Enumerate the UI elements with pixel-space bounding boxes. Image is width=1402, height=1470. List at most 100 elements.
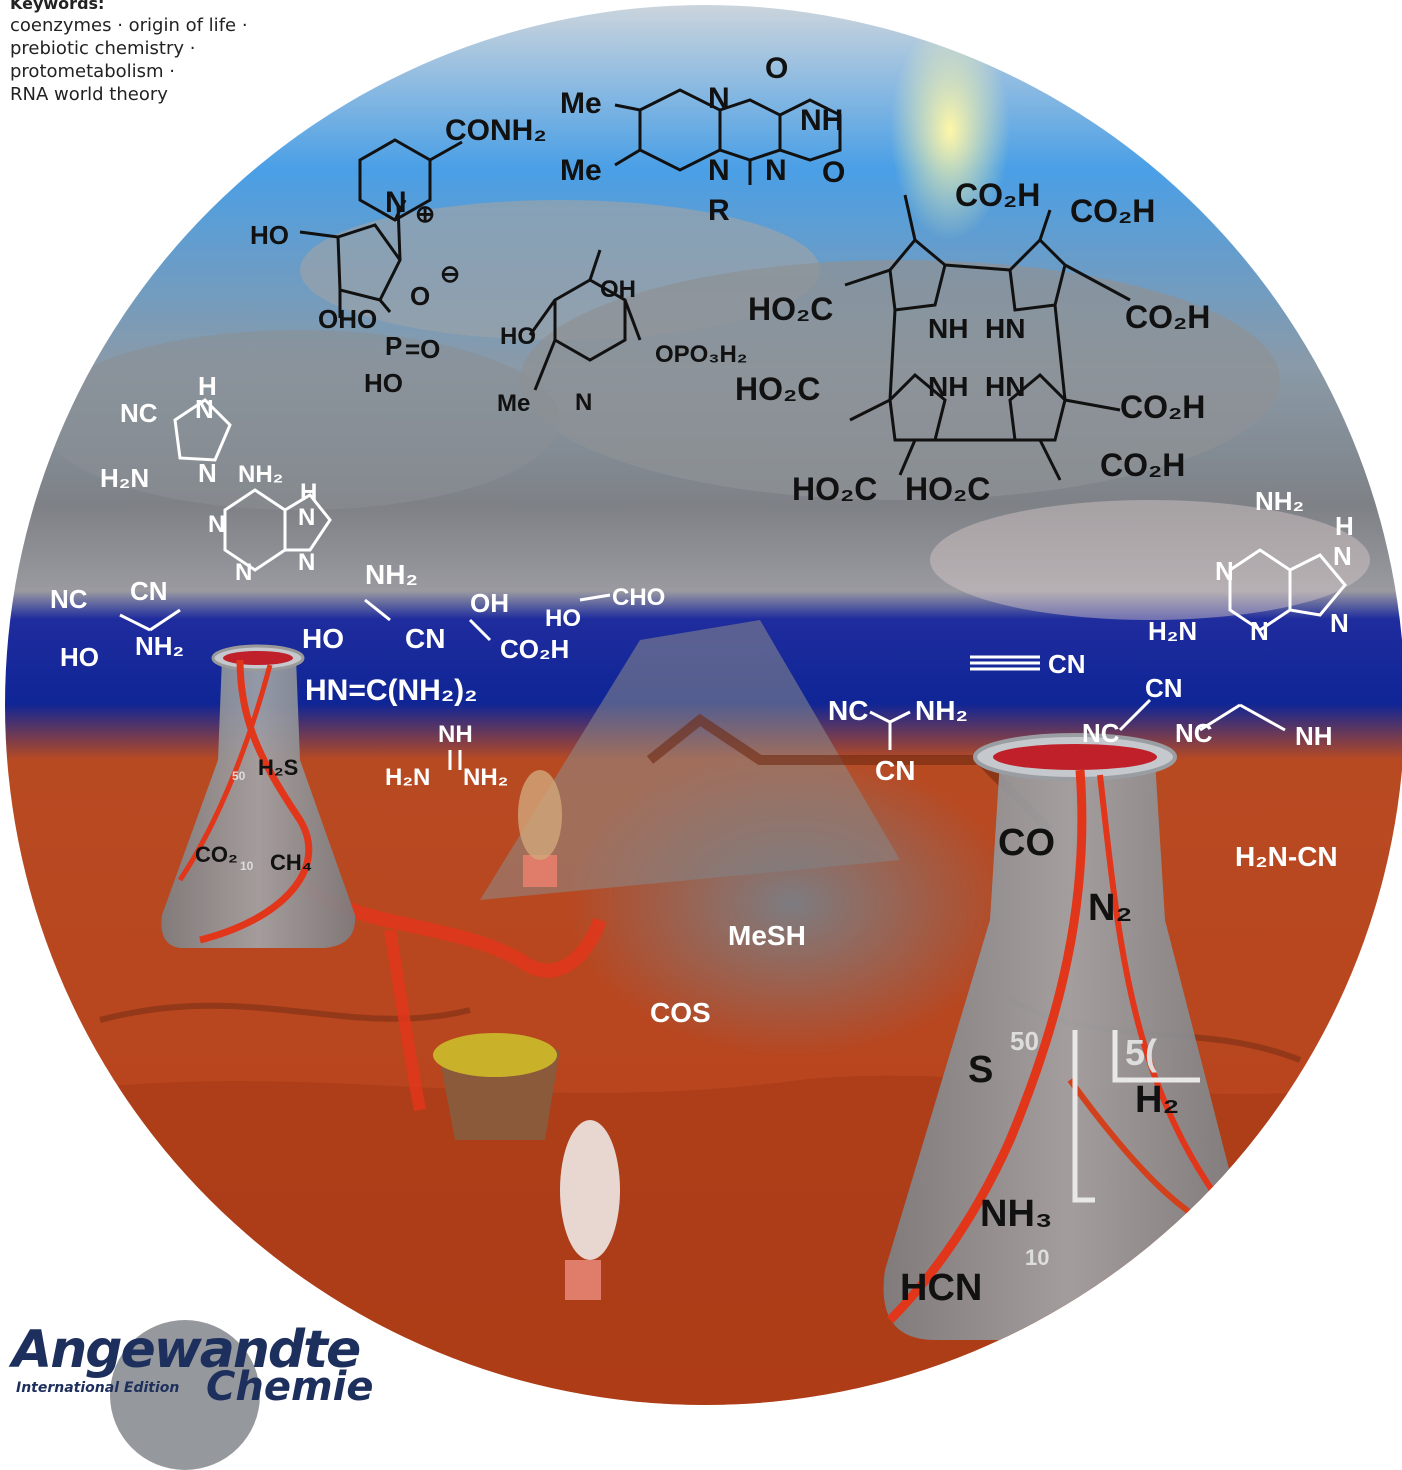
label-tc-nh: NH	[1295, 721, 1333, 751]
label-nad-conh2: CONH₂	[445, 114, 547, 147]
left-flask	[161, 644, 356, 948]
label-nad-o1: O	[410, 281, 430, 311]
label-am-cn: CN	[130, 576, 168, 606]
label-ad-n2: N	[298, 504, 315, 531]
label-cyanamide: H₂N-CN	[1235, 841, 1338, 872]
label-fl-n1: N	[708, 82, 730, 115]
grad-left-10: 10	[240, 859, 254, 873]
label-fl-n3: N	[765, 154, 787, 187]
label-uro-co2h-4: CO₂H	[1120, 389, 1205, 425]
grad-right-50b: 5(	[1125, 1032, 1157, 1073]
label-uro-ho2c-2: HO₂C	[735, 371, 820, 407]
label-nad-o2: =O	[405, 334, 440, 364]
label-fl-r: R	[708, 194, 730, 227]
scene-disc	[5, 5, 1402, 1405]
label-ad-n4: N	[298, 549, 315, 576]
cover-artwork: CONH₂ N ⊕ HO OHO ⊖ O P =O HO Me Me N O N…	[5, 5, 1402, 1405]
label-fl-nh: NH	[800, 104, 843, 137]
small-vent-1	[523, 855, 557, 887]
keywords-line: protometabolism ·	[10, 61, 176, 82]
label-ga-ho: HO	[302, 623, 344, 654]
label-plp-oh: OH	[600, 276, 636, 303]
grad-right-10: 10	[1025, 1245, 1049, 1270]
label-plp-opo3h2: OPO₃H₂	[655, 341, 747, 368]
label-uro-co2h-5: CO₂H	[1100, 447, 1185, 483]
label-gly-oh: OH	[470, 588, 509, 618]
label-uro-hn2: HN	[985, 371, 1025, 402]
label-uro-nh2: NH	[928, 371, 968, 402]
label-ad-h: H	[300, 479, 317, 506]
journal-logo: Angewandte International Edition Chemie	[10, 1320, 390, 1470]
label-plp-n: N	[575, 389, 592, 416]
label-fl-me1: Me	[560, 87, 602, 120]
label-n2: N₂	[1088, 887, 1132, 929]
label-hcn: HCN	[900, 1267, 982, 1309]
label-fl-me2: Me	[560, 154, 602, 187]
label-dap-n4: N	[1330, 608, 1349, 638]
label-gu-nh2: NH₂	[463, 764, 508, 791]
logo-edition: International Edition	[16, 1380, 180, 1396]
label-nad-ho2: HO	[364, 368, 403, 398]
label-amn-cn: CN	[875, 755, 915, 786]
label-am-nh2: NH₂	[135, 631, 184, 661]
label-am-nc: NC	[50, 584, 88, 614]
label-nad-minus: ⊖	[440, 261, 460, 288]
label-co: CO	[998, 822, 1055, 864]
label-ad-nh2: NH₂	[238, 461, 283, 488]
label-h2s: H₂S	[258, 755, 298, 780]
label-uro-ho2c-4: HO₂C	[905, 471, 990, 507]
label-uro-nh1: NH	[928, 313, 968, 344]
label-dap-nh2: NH₂	[1255, 486, 1304, 516]
label-gly-co2h: CO₂H	[500, 634, 569, 664]
label-aic-n2: N	[198, 458, 217, 488]
keywords-line: coenzymes · origin of life ·	[10, 15, 248, 36]
label-tc-cn: CN	[1145, 673, 1183, 703]
label-nh3: NH₃	[980, 1193, 1052, 1235]
keywords-title: Keywords:	[10, 0, 105, 13]
label-mesh: MeSH	[728, 920, 806, 951]
label-ga-cn: CN	[405, 623, 445, 654]
logo-subtitle: Chemie	[206, 1364, 374, 1410]
label-uro-co2h-3: CO₂H	[1125, 299, 1210, 335]
label-dap-h: H	[1335, 511, 1354, 541]
label-h2: H₂	[1135, 1079, 1179, 1121]
label-nad-n: N	[385, 186, 407, 219]
keywords-box: Keywords: coenzymes · origin of life · p…	[10, 0, 310, 106]
grad-left-50: 50	[232, 769, 246, 783]
label-aic-h: H	[198, 371, 217, 401]
label-gu-h2n: H₂N	[385, 764, 430, 791]
label-dap-n2: N	[1333, 541, 1352, 571]
label-nad-p: P	[385, 331, 402, 361]
label-uro-co2h-2: CO₂H	[1070, 193, 1155, 229]
structure-labels-light: H NC N H₂N N NH₂ H N N N N NC CN HO NH₂ …	[50, 371, 1354, 1028]
sulfur-rock	[433, 1033, 557, 1077]
label-nad-oho: OHO	[318, 304, 377, 334]
small-vent-2	[565, 1260, 601, 1300]
label-uro-hn1: HN	[985, 313, 1025, 344]
keywords-line: prebiotic chemistry ·	[10, 38, 196, 59]
label-aic-h2n: H₂N	[100, 463, 149, 493]
structure-bonds-dark	[299, 88, 1131, 481]
label-fl-o2: O	[822, 156, 845, 189]
label-s: S	[968, 1049, 993, 1091]
label-dap-h2n: H₂N	[1148, 616, 1197, 646]
grad-right-50: 50	[1010, 1026, 1039, 1056]
label-aic-nc: NC	[120, 398, 158, 428]
label-ga-nh2: NH₂	[365, 559, 418, 590]
moon	[890, 20, 1010, 240]
label-nad-plus: ⊕	[415, 201, 435, 228]
label-amn-nh2: NH₂	[915, 695, 968, 726]
label-dap-n1: N	[1215, 556, 1234, 586]
label-plp-ho: HO	[500, 323, 536, 350]
label-tc-nc2: NC	[1175, 718, 1213, 748]
label-cos: COS	[650, 997, 711, 1028]
right-flask	[883, 733, 1256, 1340]
label-ch4: CH₄	[270, 850, 312, 875]
label-dap-n3: N	[1250, 616, 1269, 646]
label-fl-o1: O	[765, 52, 788, 85]
logo-title: Angewandte	[12, 1320, 361, 1380]
label-uro-ho2c-1: HO₂C	[748, 291, 833, 327]
label-plp-me: Me	[497, 390, 530, 417]
label-amn-nc: NC	[828, 695, 868, 726]
label-uro-ho2c-3: HO₂C	[792, 471, 877, 507]
